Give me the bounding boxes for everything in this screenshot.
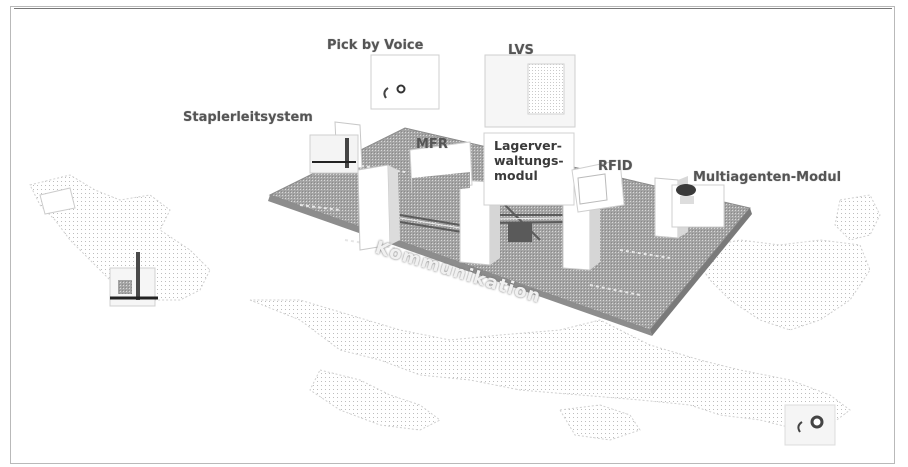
lvs-panel	[485, 55, 575, 127]
headset-icon	[785, 405, 835, 445]
mfr-label: MFR	[416, 137, 448, 152]
staplerleitsystem-label: Staplerleitsystem	[183, 110, 313, 125]
multiagenten-panel	[672, 184, 724, 227]
pick-by-voice-label: Pick by Voice	[327, 38, 423, 53]
pick-by-voice-panel	[371, 55, 439, 109]
multiagenten-label: Multiagenten-Modul	[693, 170, 841, 185]
rfid-label: RFID	[598, 159, 633, 174]
lvs-label: LVS	[508, 43, 534, 58]
staplerleitsystem-device	[310, 135, 358, 173]
lagerverwaltung-line-2: waltungs-	[494, 153, 564, 168]
lagerverwaltung-line-1: Lagerver-	[494, 138, 564, 153]
lagerverwaltungsmodul-label: Lagerver- waltungs- modul	[494, 138, 564, 183]
lagerverwaltung-line-3: modul	[494, 168, 564, 183]
